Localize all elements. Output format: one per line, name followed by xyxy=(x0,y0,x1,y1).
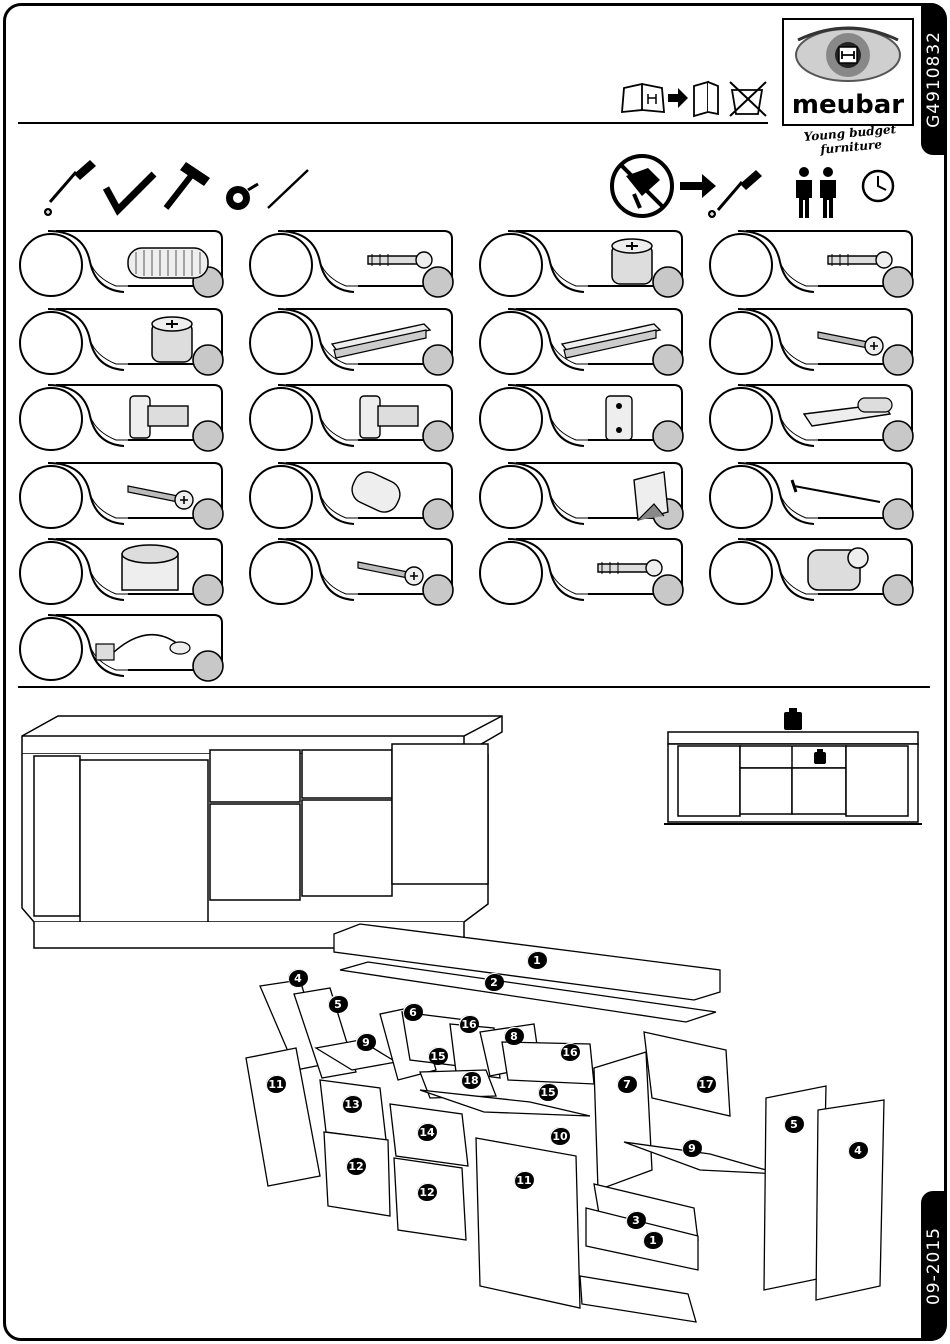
part-label-door-large: 11 xyxy=(514,1171,534,1189)
fitting-card-hinge-plate xyxy=(478,384,684,454)
arrow-right-icon xyxy=(680,174,716,198)
part-label-side-outer: 4 xyxy=(288,969,308,987)
tools-row xyxy=(36,156,316,220)
issue-date: 09-2015 xyxy=(924,1227,944,1305)
part-label-shelf: 9 xyxy=(682,1139,702,1157)
clock-icon xyxy=(863,171,893,201)
nail-icon xyxy=(792,480,880,502)
fitting-card-small-cam-lock xyxy=(18,308,224,378)
part-label-side-outer: 4 xyxy=(848,1141,868,1159)
fitting-card-wooden-dowel xyxy=(18,230,224,300)
manual-book-icon xyxy=(622,84,664,112)
fitting-card-hinge-a xyxy=(18,384,224,454)
dowel-icon xyxy=(128,248,208,278)
screw-icon xyxy=(358,562,423,585)
part-label-top: 1 xyxy=(643,1231,663,1249)
phillips-screwdriver-icon xyxy=(44,160,96,216)
part-label-divider-right: 7 xyxy=(617,1075,637,1093)
part-label-door-small: 12 xyxy=(417,1183,437,1201)
part-label-door-small: 12 xyxy=(346,1157,366,1175)
part-label-divider-small: 8 xyxy=(504,1027,524,1045)
fitting-card-short-cam-bolt xyxy=(708,230,914,300)
folder-icon xyxy=(694,82,718,116)
part-label-drawer-front-right: 14 xyxy=(417,1123,437,1141)
part-label-bottom: 3 xyxy=(626,1211,646,1229)
pencil-icon xyxy=(268,170,308,208)
fitting-card-drawer-runner-right xyxy=(478,308,684,378)
no-power-drill-icon xyxy=(612,156,672,216)
article-code-tab: G4910832 xyxy=(921,3,947,155)
square-ruler-icon xyxy=(106,174,154,210)
fitting-card-door-damper xyxy=(708,384,914,454)
hammer-icon xyxy=(166,162,210,208)
part-label-drawer-side: 15 xyxy=(428,1047,448,1065)
fitting-card-short-screw xyxy=(18,462,224,532)
screw-icon xyxy=(128,486,193,509)
fitting-card-expansion-bolt xyxy=(478,538,684,608)
manual-storage-icons xyxy=(620,78,770,118)
part-label-drawer-bottom: 18 xyxy=(461,1071,481,1089)
hinge-icon xyxy=(130,396,188,438)
bolt-icon xyxy=(368,252,432,268)
screw-icon xyxy=(818,332,883,355)
fitting-card-long-screw xyxy=(248,538,454,608)
fitting-card-cam-lock xyxy=(478,230,684,300)
part-label-drawer-side: 15 xyxy=(538,1083,558,1101)
no-power-drill-row xyxy=(606,150,786,222)
brand-logo: meubar xyxy=(782,18,914,126)
damper-icon xyxy=(804,398,892,426)
fitting-card-plastic-connector xyxy=(708,538,914,608)
brand-name: meubar xyxy=(790,90,906,120)
fitting-card-hinge-b xyxy=(248,384,454,454)
part-label-door-large: 11 xyxy=(266,1075,286,1093)
part-label-side-inner: 5 xyxy=(328,995,348,1013)
fitting-card-led-power-cable xyxy=(18,614,224,684)
fitting-card-connector-pin xyxy=(248,462,454,532)
bolt-icon xyxy=(828,252,892,268)
load-capacity-view xyxy=(664,708,922,828)
article-code: G4910832 xyxy=(924,31,944,128)
assembly-info xyxy=(790,164,900,220)
connector-icon xyxy=(808,548,868,590)
fitting-card-nail xyxy=(708,462,914,532)
hinge-plate-icon xyxy=(606,396,632,440)
arrow-right-icon xyxy=(668,88,688,108)
cam-lock-icon xyxy=(612,239,652,284)
fitting-card-drawer-runner-left xyxy=(248,308,454,378)
screwdriver-icon xyxy=(708,170,762,218)
part-label-drawer-front-left: 13 xyxy=(342,1095,362,1113)
cam-lock-icon xyxy=(152,317,192,362)
part-label-drawer-back: 16 xyxy=(560,1043,580,1061)
fitting-card-furniture-foot xyxy=(18,538,224,608)
header-rule xyxy=(18,122,768,124)
cable-icon xyxy=(96,635,190,660)
two-persons-icon xyxy=(796,167,836,218)
part-label-shelf: 9 xyxy=(356,1033,376,1051)
date-tab: 09-2015 xyxy=(921,1191,947,1341)
pin-icon xyxy=(347,467,404,516)
section-rule xyxy=(18,686,930,688)
foot-icon xyxy=(122,545,178,590)
part-label-drawer-base: 10 xyxy=(550,1127,570,1145)
hinge-icon xyxy=(360,396,418,438)
fitting-card-corner-bracket xyxy=(478,462,684,532)
bolt-icon xyxy=(598,560,662,576)
part-label-back-panel: 17 xyxy=(696,1075,716,1093)
part-label-side-inner: 5 xyxy=(784,1115,804,1133)
weight-icon-top xyxy=(784,708,802,730)
runner-icon xyxy=(562,324,660,358)
fitting-card-cam-bolt xyxy=(248,230,454,300)
part-label-divider: 6 xyxy=(403,1003,423,1021)
fitting-card-spiral-screw xyxy=(708,308,914,378)
runner-icon xyxy=(332,324,430,358)
part-label-top: 1 xyxy=(527,951,547,969)
part-label-drawer-back: 16 xyxy=(459,1015,479,1033)
measuring-tape-icon xyxy=(226,184,258,210)
no-wash-icon xyxy=(730,82,766,116)
bracket-icon xyxy=(634,472,668,520)
part-label-shelf-top: 2 xyxy=(484,973,504,991)
